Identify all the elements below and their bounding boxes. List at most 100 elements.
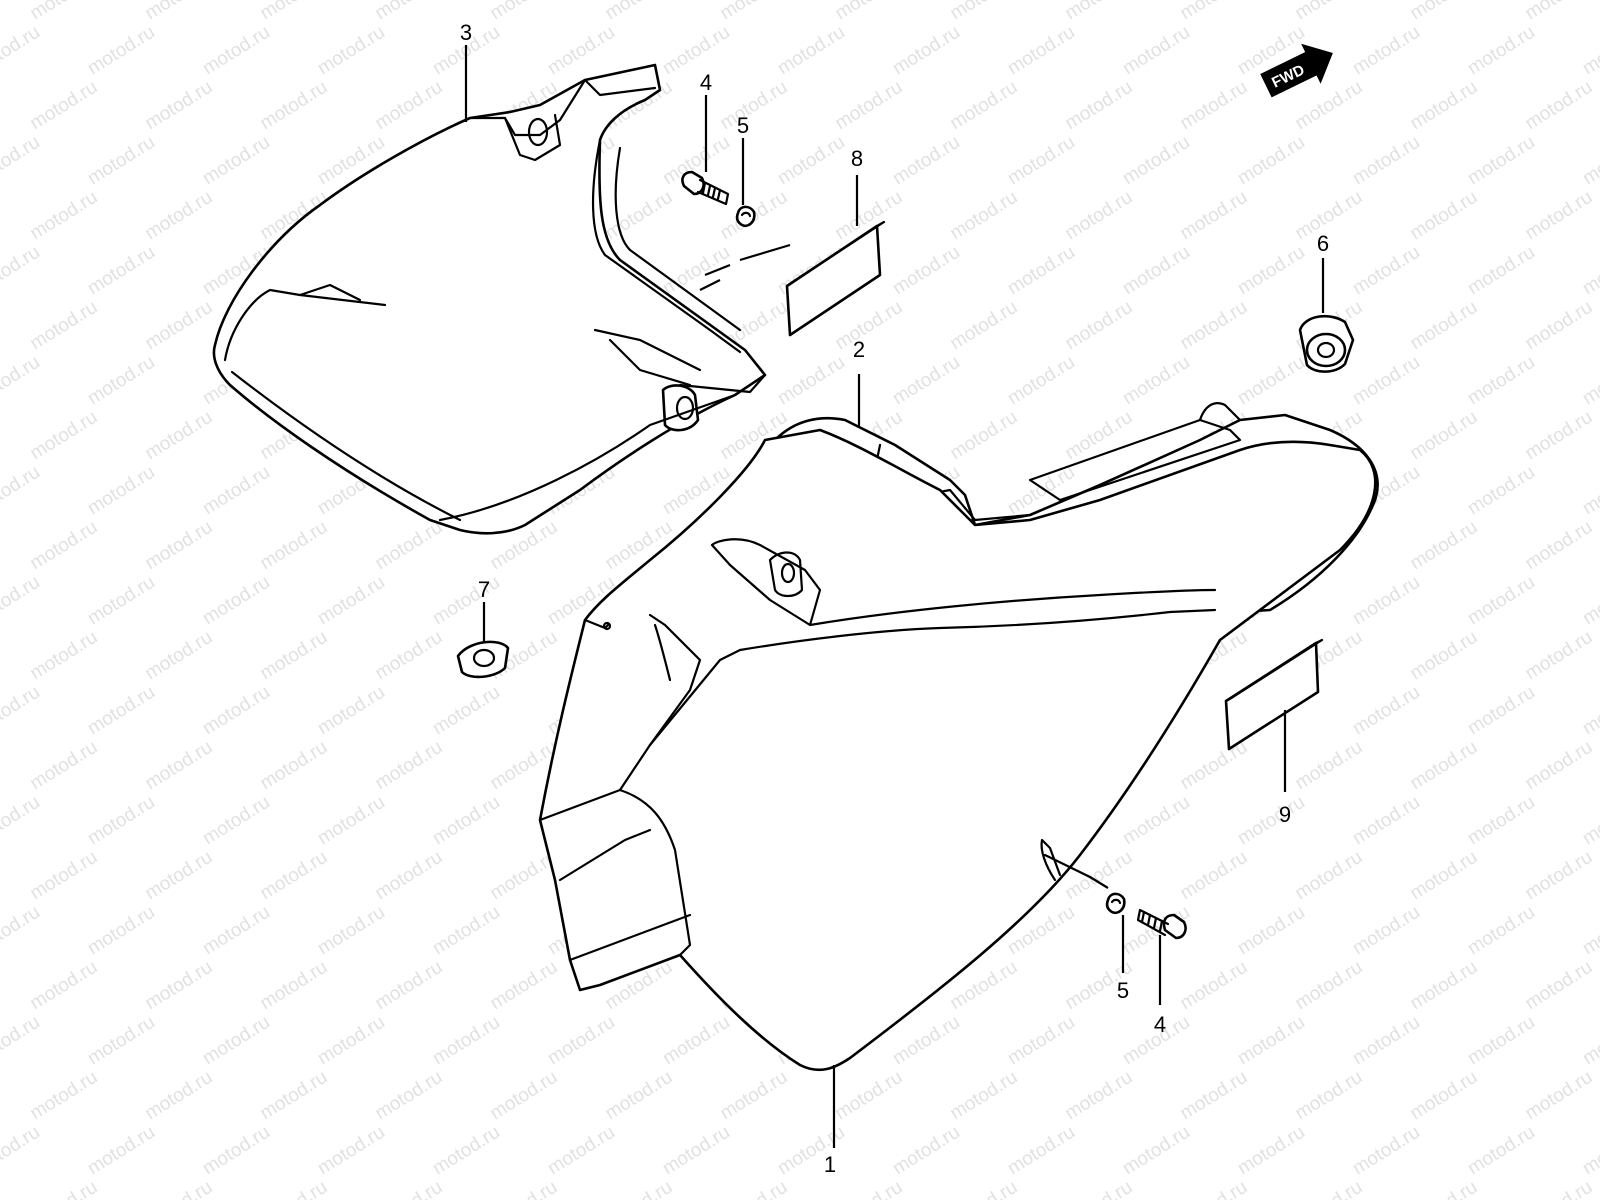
watermark-text: motod.ru xyxy=(1062,1177,1137,1200)
watermark-text: motod.ru xyxy=(1349,242,1424,300)
callout-5-lower: 5 xyxy=(1117,915,1129,1003)
callout-number-5-lower: 5 xyxy=(1117,978,1129,1003)
watermark-text: motod.ru xyxy=(1579,572,1600,630)
watermark-text: motod.ru xyxy=(84,572,159,630)
watermark-text: motod.ru xyxy=(1177,957,1252,1015)
watermark-text: motod.ru xyxy=(1522,957,1597,1015)
watermark-text: motod.ru xyxy=(199,792,274,850)
watermark-text: motod.ru xyxy=(0,1012,44,1070)
watermark-text: motod.ru xyxy=(372,0,447,24)
callout-5-upper: 5 xyxy=(737,113,749,205)
watermark-text: motod.ru xyxy=(1119,22,1194,80)
watermark-text: motod.ru xyxy=(1177,737,1252,795)
watermark-text: motod.ru xyxy=(889,242,964,300)
watermark-text: motod.ru xyxy=(257,1177,332,1200)
watermark-text: motod.ru xyxy=(372,737,447,795)
watermark-text: motod.ru xyxy=(832,1177,907,1200)
watermark-text: motod.ru xyxy=(1579,132,1600,190)
watermark-text: motod.ru xyxy=(1177,297,1252,355)
watermark-text: motod.ru xyxy=(314,902,389,960)
watermark-text: motod.ru xyxy=(372,847,447,905)
watermark-text: motod.ru xyxy=(832,297,907,355)
callout-number-4-upper: 4 xyxy=(700,70,712,95)
watermark-text: motod.ru xyxy=(1004,132,1079,190)
watermark-text: motod.ru xyxy=(1579,902,1600,960)
watermark-text: motod.ru xyxy=(84,242,159,300)
watermark-text: motod.ru xyxy=(1464,1012,1539,1070)
watermark-text: motod.ru xyxy=(1579,352,1600,410)
watermark-text: motod.ru xyxy=(142,1177,217,1200)
watermark-text: motod.ru xyxy=(84,462,159,520)
grommet-6 xyxy=(1298,314,1355,373)
watermark-text: motod.ru xyxy=(1062,0,1137,24)
watermark-text: motod.ru xyxy=(1522,517,1597,575)
watermark-text: motod.ru xyxy=(0,902,44,960)
watermark-text: motod.ru xyxy=(1407,627,1482,685)
watermark-text: motod.ru xyxy=(84,22,159,80)
watermark-text: motod.ru xyxy=(659,1012,734,1070)
callout-number-8: 8 xyxy=(851,146,863,171)
watermark-text: motod.ru xyxy=(1292,737,1367,795)
watermark-text: motod.ru xyxy=(1234,792,1309,850)
watermark-text: motod.ru xyxy=(0,132,44,190)
watermark-text: motod.ru xyxy=(947,1067,1022,1125)
watermark-text: motod.ru xyxy=(0,352,44,410)
callout-1: 1 xyxy=(824,1065,836,1177)
watermark-text: motod.ru xyxy=(257,737,332,795)
watermark-text: motod.ru xyxy=(1579,1122,1600,1180)
watermark-text: motod.ru xyxy=(1522,407,1597,465)
watermark-text: motod.ru xyxy=(142,627,217,685)
watermark-text: motod.ru xyxy=(1349,132,1424,190)
watermark-text: motod.ru xyxy=(314,22,389,80)
watermark-text: motod.ru xyxy=(27,737,102,795)
watermark-text: motod.ru xyxy=(429,1122,504,1180)
watermark-text: motod.ru xyxy=(1407,0,1482,24)
watermark-text: motod.ru xyxy=(142,187,217,245)
watermark-text: motod.ru xyxy=(1349,792,1424,850)
watermark-text: motod.ru xyxy=(1349,1122,1424,1180)
watermark-text: motod.ru xyxy=(1579,462,1600,520)
watermark-text: motod.ru xyxy=(314,682,389,740)
callout-9: 9 xyxy=(1279,710,1291,827)
watermark-text: motod.ru xyxy=(1464,682,1539,740)
watermark-text: motod.ru xyxy=(947,1177,1022,1200)
watermark-text: motod.ru xyxy=(1349,22,1424,80)
watermark-text: motod.ru xyxy=(1177,1067,1252,1125)
watermark-text: motod.ru xyxy=(1407,847,1482,905)
watermark-text: motod.ru xyxy=(1579,682,1600,740)
watermark-text: motod.ru xyxy=(947,77,1022,135)
watermark-text: motod.ru xyxy=(1522,1067,1597,1125)
watermark-text: motod.ru xyxy=(1119,352,1194,410)
watermark-text: motod.ru xyxy=(1292,957,1367,1015)
watermark-text: motod.ru xyxy=(1464,132,1539,190)
watermark-text: motod.ru xyxy=(1464,352,1539,410)
watermark-text: motod.ru xyxy=(0,682,44,740)
watermark-text: motod.ru xyxy=(27,847,102,905)
watermark-text: motod.ru xyxy=(1407,517,1482,575)
watermark-text: motod.ru xyxy=(717,1177,792,1200)
watermark-text: motod.ru xyxy=(84,1012,159,1070)
watermark-text: motod.ru xyxy=(1119,1122,1194,1180)
watermark-text: motod.ru xyxy=(1349,1012,1424,1070)
watermark-text: motod.ru xyxy=(947,407,1022,465)
watermark-text: motod.ru xyxy=(199,22,274,80)
watermark-text: motod.ru xyxy=(889,132,964,190)
watermark-text: motod.ru xyxy=(0,792,44,850)
watermark-text: motod.ru xyxy=(774,352,849,410)
watermark-text: motod.ru xyxy=(199,132,274,190)
watermark-text: motod.ru xyxy=(1234,352,1309,410)
watermark-text: motod.ru xyxy=(1004,22,1079,80)
side-cover-right xyxy=(538,428,1377,1072)
watermark-text: motod.ru xyxy=(429,682,504,740)
watermark-text: motod.ru xyxy=(774,22,849,80)
watermark-text: motod.ru xyxy=(1177,0,1252,24)
watermark-text: motod.ru xyxy=(1407,737,1482,795)
watermark-text: motod.ru xyxy=(1579,242,1600,300)
watermark-text: motod.ru xyxy=(832,1067,907,1125)
watermark-text: motod.ru xyxy=(27,77,102,135)
watermark-text: motod.ru xyxy=(199,1122,274,1180)
forward-arrow-icon xyxy=(1260,43,1333,98)
watermark-text: motod.ru xyxy=(947,187,1022,245)
watermark-text: motod.ru xyxy=(1234,1012,1309,1070)
watermark-text: motod.ru xyxy=(27,0,102,24)
